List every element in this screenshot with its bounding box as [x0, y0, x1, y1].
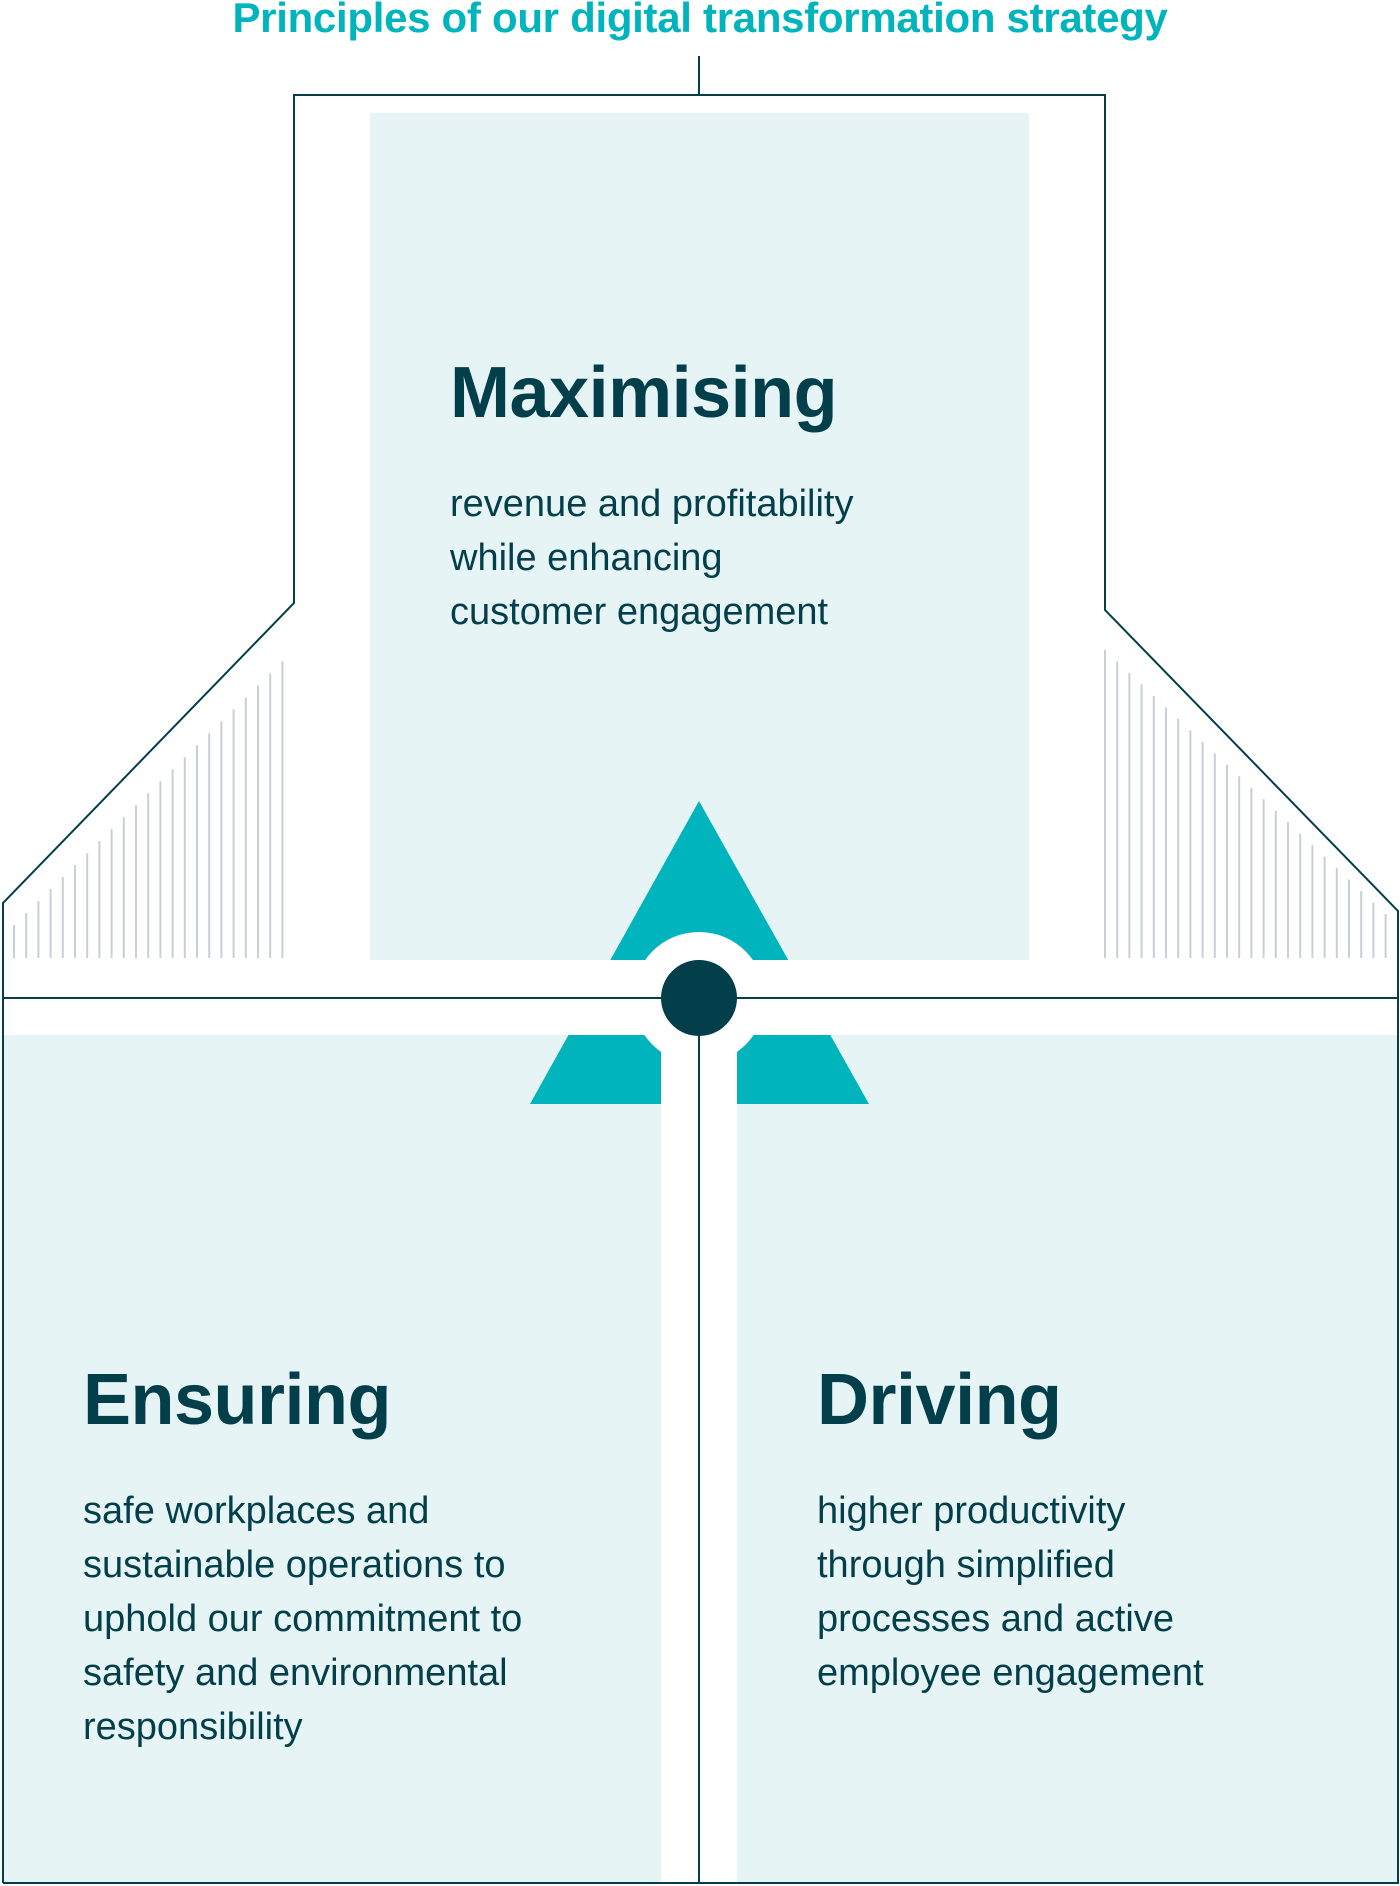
text-line: safe workplaces and: [83, 1490, 430, 1532]
principle-maximising: Maximising revenue and profitability whi…: [450, 357, 970, 639]
principle-heading: Driving: [817, 1360, 1062, 1440]
text-line: safety and environmental: [83, 1652, 508, 1694]
principle-driving: Driving higher productivity through simp…: [817, 1364, 1337, 1700]
panel-driving: [737, 1035, 1398, 1883]
text-line: revenue and profitability: [450, 483, 854, 525]
outline-path: [2, 94, 1399, 1884]
text-line: higher productivity: [817, 1490, 1126, 1532]
hatch-left: [13, 661, 284, 958]
center-node: [661, 960, 737, 1036]
principle-heading: Ensuring: [83, 1360, 392, 1440]
text-line: responsibility: [83, 1706, 303, 1748]
panel-ensuring: [3, 1035, 661, 1883]
text-line: processes and active: [817, 1598, 1174, 1640]
hatch-right: [1104, 650, 1387, 958]
text-line: while enhancing: [450, 537, 723, 579]
diagram-title: Principles of our digital transformation…: [232, 0, 1168, 41]
principle-ensuring: Ensuring safe workplaces and sustainable…: [83, 1364, 643, 1754]
text-line: customer engagement: [450, 591, 829, 633]
text-line: employee engagement: [817, 1652, 1204, 1694]
text-line: sustainable operations to: [83, 1544, 506, 1586]
principle-text: revenue and profitability while enhancin…: [450, 477, 970, 639]
principle-text: higher productivity through simplified p…: [817, 1484, 1337, 1700]
text-line: uphold our commitment to: [83, 1598, 523, 1640]
principle-heading: Maximising: [450, 353, 838, 433]
principle-text: safe workplaces and sustainable operatio…: [83, 1484, 643, 1754]
text-line: through simplified: [817, 1544, 1115, 1586]
